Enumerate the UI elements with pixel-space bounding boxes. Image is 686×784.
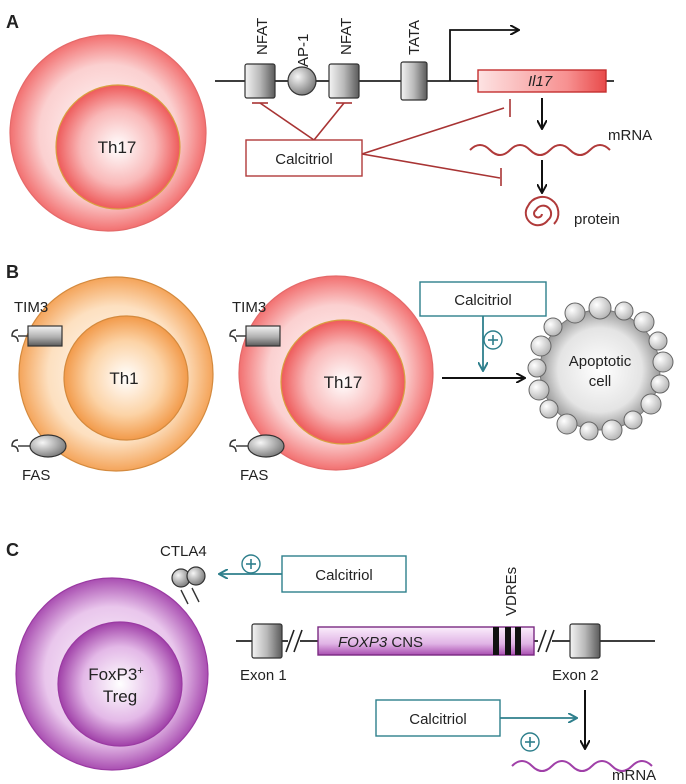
fas-label-1: FAS <box>22 467 50 484</box>
foxp3-label: FOXP3 CNS <box>338 634 423 651</box>
treg-cell: FoxP3+ Treg <box>15 577 209 771</box>
apoptotic-label-1: Apoptotic <box>569 353 632 370</box>
th17-label-a: Th17 <box>98 138 137 157</box>
nfat-box-1 <box>244 63 276 99</box>
exon2-box <box>569 623 601 659</box>
plus-sign-b <box>483 330 503 350</box>
tim3-receptor-2: TIM3 <box>229 299 281 347</box>
fas-receptor-1: FAS <box>11 434 67 484</box>
apoptotic-blebs <box>527 296 674 441</box>
nfat-label-1: NFAT <box>254 18 271 55</box>
panel-c: C FoxP3+ Treg CTLA4 Calcitriol E <box>6 540 656 784</box>
calcitriol-box-c2 <box>375 699 501 737</box>
tata-label: TATA <box>406 20 423 55</box>
apoptotic-cell: Apoptotic cell <box>527 296 674 441</box>
nfat-label-2: NFAT <box>338 18 355 55</box>
th1-cell: Th1 <box>18 276 214 472</box>
calcitriol-inhibition-a <box>252 99 511 186</box>
fas-receptor-2: FAS <box>229 434 285 484</box>
calcitriol-label-c2: Calcitriol <box>409 711 467 728</box>
calcitriol-label-a: Calcitriol <box>275 151 333 168</box>
th1-label: Th1 <box>109 369 138 388</box>
calcitriol-box-c1 <box>281 555 407 593</box>
vdres-label: VDREs <box>503 567 520 616</box>
tim3-label-1: TIM3 <box>14 299 48 316</box>
calcitriol-label-b: Calcitriol <box>454 292 512 309</box>
th17-cell-b: Th17 <box>238 275 434 471</box>
plus-sign-c2 <box>520 732 540 752</box>
calcitriol-label-c1: Calcitriol <box>315 567 373 584</box>
protein-label: protein <box>574 211 620 228</box>
nfat-box-2 <box>328 63 360 99</box>
apoptotic-label-2: cell <box>589 373 612 390</box>
il17-label: Il17 <box>528 73 553 90</box>
th17-cell-a: Th17 <box>9 34 207 232</box>
break-marks-left <box>285 629 303 653</box>
panel-a: A Th17 NFAT AP-1 NFAT TATA Il17 <box>6 12 652 232</box>
mrna-wave-a <box>469 144 611 156</box>
ap1-ball <box>287 66 317 96</box>
tim3-label-2: TIM3 <box>232 299 266 316</box>
panel-b-letter: B <box>6 262 19 282</box>
exon2-label: Exon 2 <box>552 667 599 684</box>
tim3-receptor-1: TIM3 <box>11 299 63 347</box>
calcitriol-box-a <box>245 139 363 177</box>
il17-gene <box>477 69 607 93</box>
exon1-label: Exon 1 <box>240 667 287 684</box>
ctla4-label: CTLA4 <box>160 543 207 560</box>
panel-c-letter: C <box>6 540 19 560</box>
mrna-label-a: mRNA <box>608 127 652 144</box>
mrna-wave-c <box>511 760 653 772</box>
mrna-label-c: mRNA <box>612 767 656 784</box>
plus-sign-c1 <box>241 554 261 574</box>
th17-label-b: Th17 <box>324 373 363 392</box>
panel-a-letter: A <box>6 12 19 32</box>
fas-label-2: FAS <box>240 467 268 484</box>
treg-label-1: FoxP3+ <box>88 665 144 684</box>
ap1-label: AP-1 <box>295 34 312 67</box>
tata-box <box>400 61 428 101</box>
protein-spiral <box>524 196 560 227</box>
tss-arrow <box>449 30 518 81</box>
break-marks-right <box>537 629 555 653</box>
ctla4-receptor: CTLA4 <box>160 543 207 605</box>
vdre-bars <box>493 627 521 655</box>
exon1-box <box>251 623 283 659</box>
treg-label-2: Treg <box>103 687 137 706</box>
panel-b: B Th1 TIM3 FAS Th17 <box>6 262 674 484</box>
